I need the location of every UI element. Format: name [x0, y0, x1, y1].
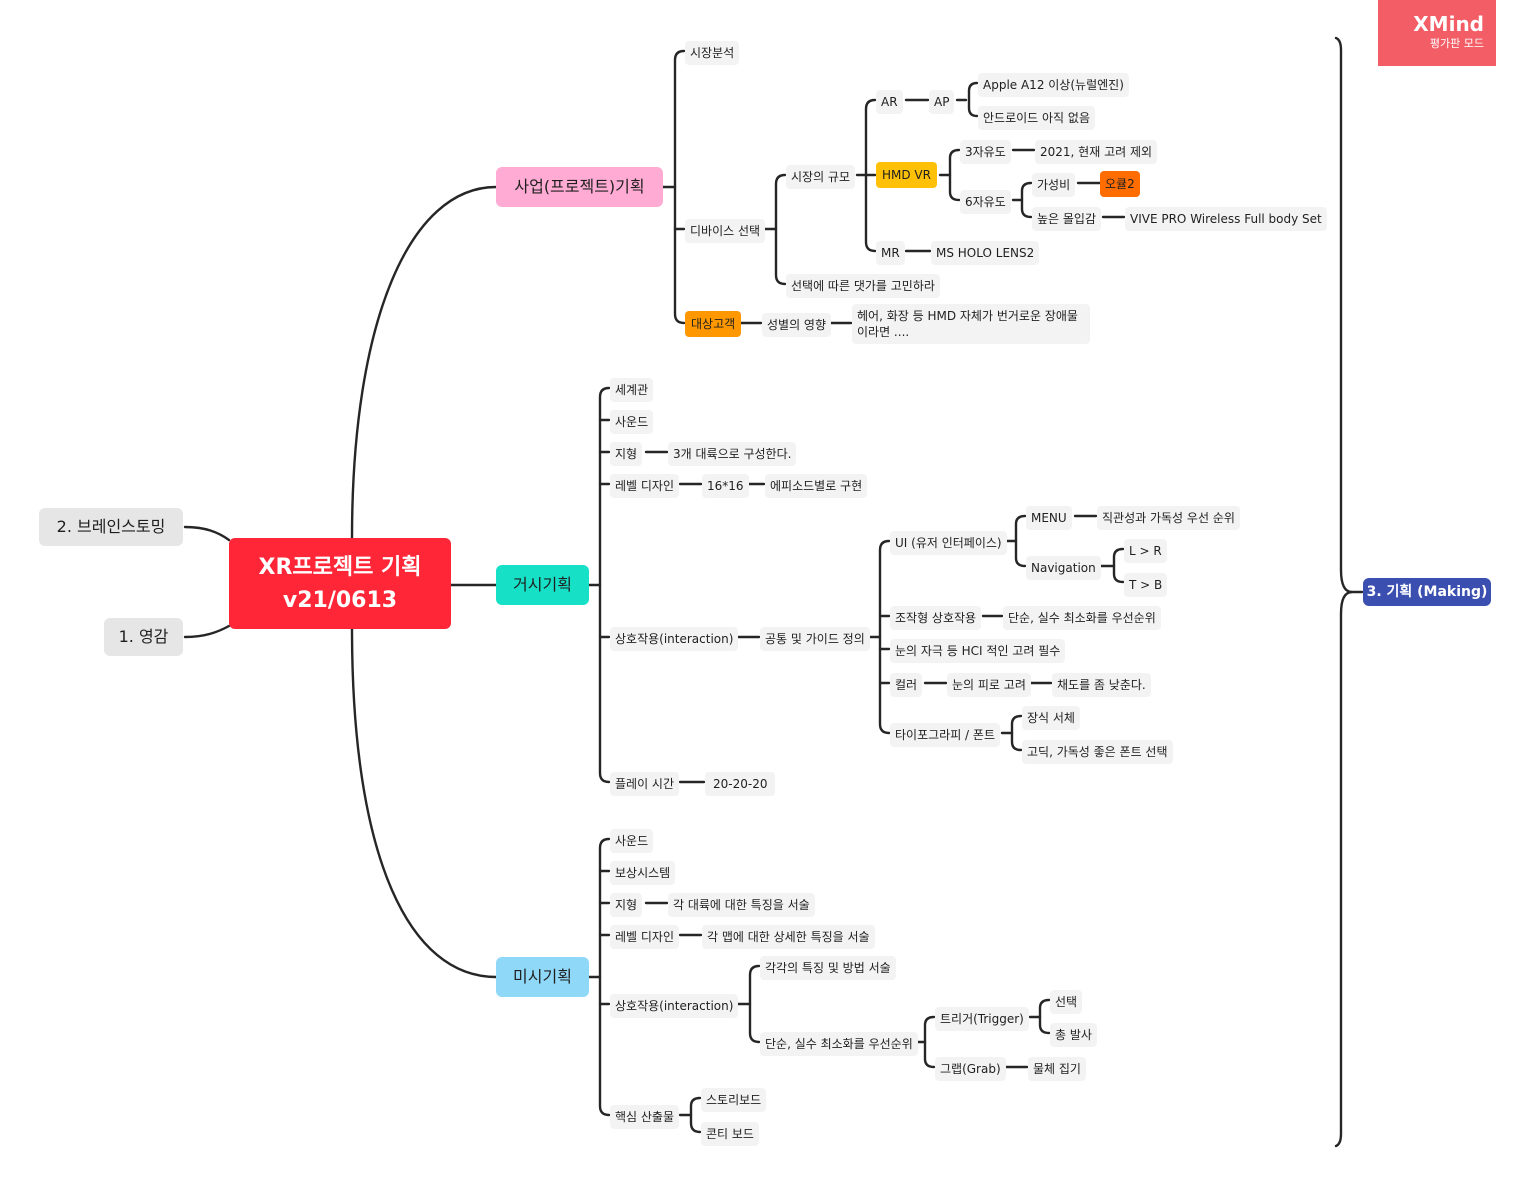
topic-micro-terrain-note[interactable]: 각 대륙에 대한 특징을 서술 — [668, 893, 815, 917]
topic-cost[interactable]: 선택에 따른 댓가를 고민하라 — [786, 274, 940, 298]
topic-macro-level[interactable]: 레벨 디자인 — [610, 474, 680, 498]
topic-value[interactable]: 가성비 — [1032, 173, 1076, 197]
topic-simple-priority[interactable]: 단순, 실수 최소화를 우선순위 — [760, 1032, 918, 1056]
topic-market-size[interactable]: 시장의 규모 — [786, 165, 856, 189]
topic-nav-lr[interactable]: L > R — [1124, 539, 1167, 563]
watermark-mode: 평가판 모드 — [1429, 37, 1484, 50]
topic-macro-plan[interactable]: 거시기획 — [496, 565, 589, 605]
topic-nav-tb[interactable]: T > B — [1124, 573, 1168, 597]
topic-deliverables[interactable]: 핵심 산출물 — [610, 1105, 680, 1129]
topic-typography[interactable]: 타이포그라피 / 폰트 — [890, 723, 1000, 747]
topic-brainstorm[interactable]: 2. 브레인스토밍 — [39, 508, 183, 546]
topic-apple-a12[interactable]: Apple A12 이상(뉴럴엔진) — [978, 73, 1129, 97]
topic-micro-plan[interactable]: 미시기획 — [496, 957, 589, 997]
topic-micro-terrain[interactable]: 지형 — [610, 893, 643, 917]
topic-market-analysis[interactable]: 시장분석 — [685, 41, 740, 65]
topic-ap[interactable]: AP — [929, 90, 955, 114]
topic-grab[interactable]: 그랩(Grab) — [935, 1057, 1006, 1081]
topic-pickup[interactable]: 물체 집기 — [1028, 1057, 1086, 1081]
topic-target-customer[interactable]: 대상고객 — [685, 311, 742, 337]
topic-typo-deco[interactable]: 장식 서체 — [1022, 706, 1080, 730]
trial-watermark: XMind 평가판 모드 — [1378, 0, 1496, 66]
topic-features[interactable]: 각각의 특징 및 방법 서술 — [760, 956, 896, 980]
topic-business-plan[interactable]: 사업(프로젝트)기획 — [496, 167, 663, 207]
topic-micro-sound[interactable]: 사운드 — [610, 829, 654, 853]
topic-playtime[interactable]: 플레이 시간 — [610, 772, 680, 796]
topic-gender-note[interactable]: 헤어, 화장 등 HMD 자체가 번거로운 장애물이라면 .... — [852, 304, 1090, 344]
topic-hmd-vr[interactable]: HMD VR — [876, 162, 937, 188]
topic-inspiration[interactable]: 1. 영감 — [104, 618, 183, 656]
topic-reward-system[interactable]: 보상시스템 — [610, 861, 676, 885]
topic-macro-interaction[interactable]: 상호작용(interaction) — [610, 627, 739, 651]
topic-terrain-note[interactable]: 3개 대륙으로 구성한다. — [668, 442, 797, 466]
topic-device-select[interactable]: 디바이스 선택 — [685, 219, 766, 243]
topic-menu[interactable]: MENU — [1026, 506, 1072, 530]
topic-micro-level[interactable]: 레벨 디자인 — [610, 925, 680, 949]
topic-level-grid[interactable]: 16*16 — [702, 474, 749, 498]
topic-oculus2[interactable]: 오큘2 — [1100, 171, 1140, 197]
topic-vive-pro[interactable]: VIVE PRO Wireless Full body Set — [1125, 207, 1327, 231]
topic-macro-sound[interactable]: 사운드 — [610, 410, 654, 434]
topic-common-guide[interactable]: 공통 및 가이드 정의 — [760, 627, 870, 651]
topic-trigger[interactable]: 트리거(Trigger) — [935, 1007, 1029, 1031]
topic-menu-note[interactable]: 직관성과 가독성 우선 순위 — [1097, 506, 1240, 530]
topic-conti-board[interactable]: 콘티 보드 — [701, 1122, 759, 1146]
root-title: XR프로젝트 기획 — [258, 554, 422, 580]
topic-immersion[interactable]: 높은 몰입감 — [1032, 207, 1102, 231]
topic-select[interactable]: 선택 — [1050, 990, 1083, 1014]
topic-storyboard[interactable]: 스토리보드 — [701, 1088, 767, 1112]
topic-3dof-note[interactable]: 2021, 현재 고려 제외 — [1035, 140, 1158, 164]
topic-android[interactable]: 안드로이드 아직 없음 — [978, 106, 1095, 130]
root-topic[interactable]: XR프로젝트 기획 v21/0613 — [229, 538, 451, 629]
root-version: v21/0613 — [282, 587, 398, 613]
topic-color-saturation[interactable]: 채도를 좀 낮춘다. — [1052, 673, 1151, 697]
topic-ar[interactable]: AR — [876, 90, 903, 114]
topic-6dof[interactable]: 6자유도 — [960, 190, 1011, 214]
topic-3dof[interactable]: 3자유도 — [960, 140, 1011, 164]
topic-ui[interactable]: UI (유저 인터페이스) — [890, 531, 1007, 555]
topic-gender[interactable]: 성별의 영향 — [762, 313, 832, 337]
topic-shoot[interactable]: 총 발사 — [1050, 1023, 1097, 1047]
topic-hololens[interactable]: MS HOLO LENS2 — [931, 241, 1040, 265]
topic-micro-interaction[interactable]: 상호작용(interaction) — [610, 994, 739, 1018]
topic-manipulation[interactable]: 조작형 상호작용 — [890, 606, 982, 630]
topic-playtime-value[interactable]: 20-20-20 — [705, 772, 776, 796]
topic-level-note[interactable]: 에피소드별로 구현 — [765, 474, 868, 498]
topic-typo-gothic[interactable]: 고딕, 가독성 좋은 폰트 선택 — [1022, 740, 1173, 764]
topic-worldview[interactable]: 세계관 — [610, 378, 654, 402]
topic-micro-level-note[interactable]: 각 맵에 대한 상세한 특징을 서술 — [702, 925, 875, 949]
topic-manip-note[interactable]: 단순, 실수 최소화를 우선순위 — [1003, 606, 1161, 630]
topic-mr[interactable]: MR — [876, 241, 905, 265]
topic-navigation[interactable]: Navigation — [1026, 556, 1101, 580]
topic-color[interactable]: 컬러 — [890, 673, 923, 697]
summary-making[interactable]: 3. 기획 (Making) — [1363, 578, 1491, 606]
topic-macro-terrain[interactable]: 지형 — [610, 442, 643, 466]
watermark-brand: XMind — [1413, 12, 1484, 36]
topic-color-fatigue[interactable]: 눈의 피로 고려 — [947, 673, 1031, 697]
topic-eye-hci[interactable]: 눈의 자극 등 HCI 적인 고려 필수 — [890, 639, 1066, 663]
